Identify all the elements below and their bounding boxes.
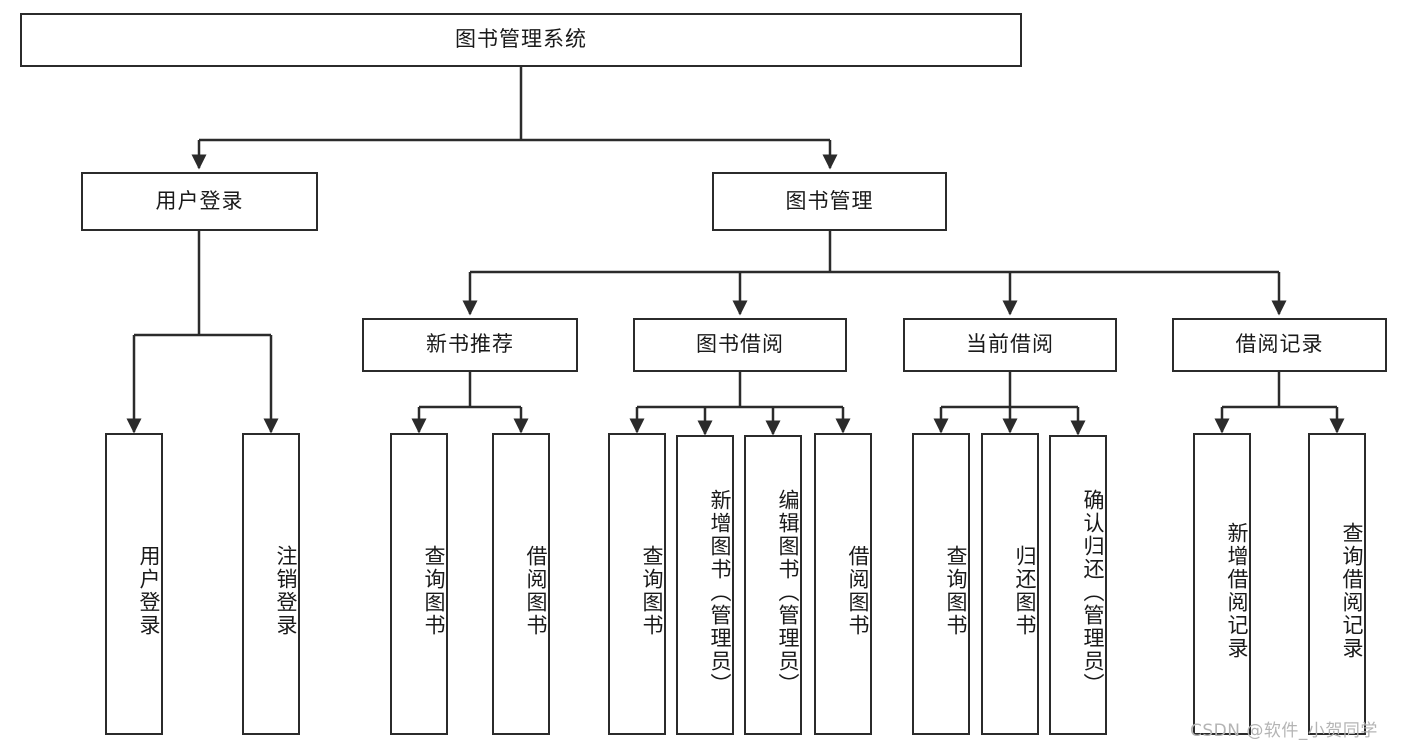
csdn-watermark: CSDN @软件_小贺同学 xyxy=(1190,721,1378,741)
node-current-borrow[interactable]: 当前借阅 xyxy=(903,318,1117,372)
node-book-borrow[interactable]: 图书借阅 xyxy=(633,318,847,372)
node-user-login[interactable]: 用户登录 xyxy=(81,172,318,231)
leaf-new-book-borrow-book[interactable]: 借阅图书 xyxy=(492,433,550,735)
leaf-borrow-record-add-record[interactable]: 新增借阅记录 xyxy=(1193,433,1251,735)
leaf-book-borrow-borrow-book[interactable]: 借阅图书 xyxy=(814,433,872,735)
node-book-management[interactable]: 图书管理 xyxy=(712,172,947,231)
node-borrow-record[interactable]: 借阅记录 xyxy=(1172,318,1387,372)
leaf-user-login-login[interactable]: 用户登录 xyxy=(105,433,163,735)
node-new-book-recommend[interactable]: 新书推荐 xyxy=(362,318,578,372)
leaf-book-borrow-query-book[interactable]: 查询图书 xyxy=(608,433,666,735)
leaf-user-login-logout[interactable]: 注销登录 xyxy=(242,433,300,735)
leaf-book-borrow-add-book-admin[interactable]: 新增图书（管理员） xyxy=(676,435,734,735)
leaf-current-borrow-return-book[interactable]: 归还图书 xyxy=(981,433,1039,735)
leaf-current-borrow-confirm-return-admin[interactable]: 确认归还（管理员） xyxy=(1049,435,1107,735)
leaf-borrow-record-query-record[interactable]: 查询借阅记录 xyxy=(1308,433,1366,735)
leaf-book-borrow-edit-book-admin[interactable]: 编辑图书（管理员） xyxy=(744,435,802,735)
leaf-current-borrow-query-book[interactable]: 查询图书 xyxy=(912,433,970,735)
leaf-new-book-query-book[interactable]: 查询图书 xyxy=(390,433,448,735)
node-root-book-management-system[interactable]: 图书管理系统 xyxy=(20,13,1022,67)
